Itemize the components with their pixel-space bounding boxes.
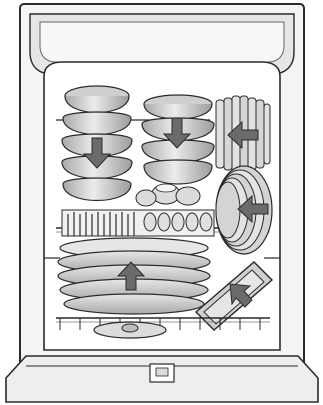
spray-arm (94, 322, 166, 338)
door-base (6, 356, 318, 402)
cutlery-row (62, 210, 214, 236)
